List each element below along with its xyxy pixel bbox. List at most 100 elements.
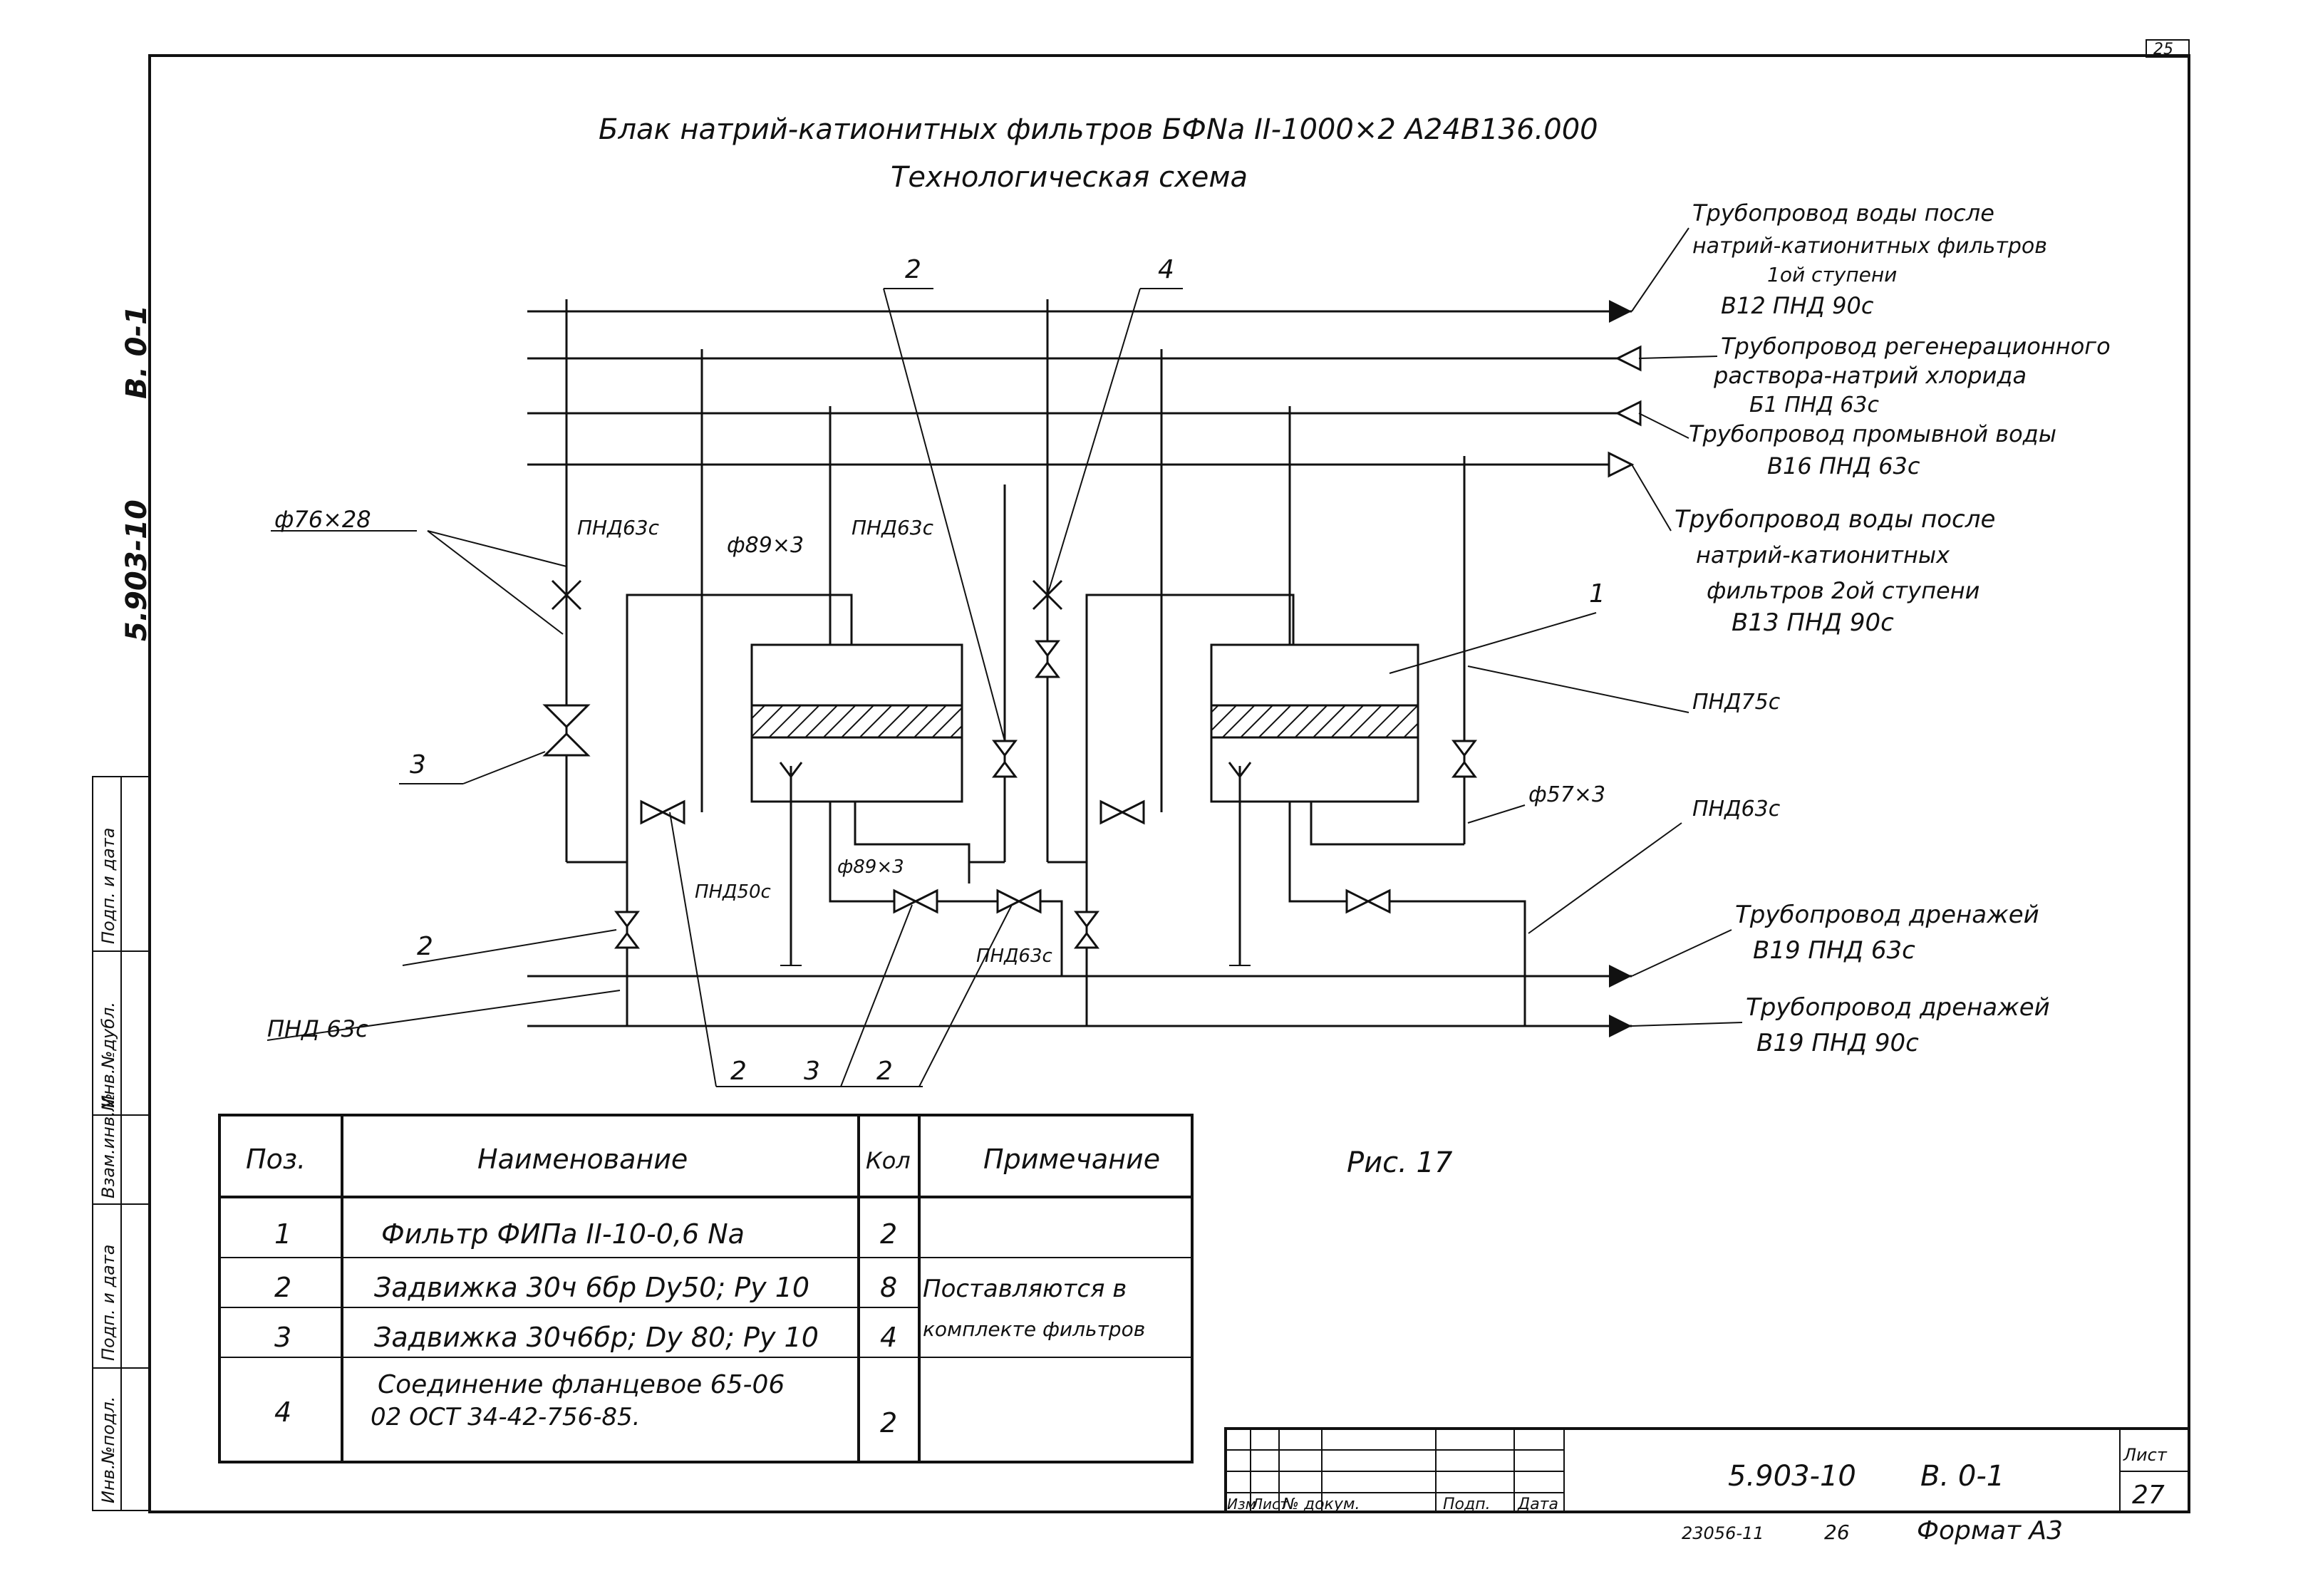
figure-caption: Рис. 17: [1347, 1146, 1453, 1179]
tb-sheet-number: 27: [2132, 1481, 2165, 1510]
pipeline4-code: В13 ПНД 90с: [1732, 608, 1894, 637]
callout-pos-2c: 2: [730, 1057, 747, 1086]
arrow-icon: [1615, 400, 1642, 427]
row4-qty: 2: [880, 1407, 897, 1439]
drawing-subtitle: Технологическая схема: [891, 161, 1248, 194]
corner-page-number: 25: [2153, 41, 2173, 58]
pipeline2-code: Б1 ПНД 63с: [1749, 393, 1879, 418]
table-header-pos: Поз.: [246, 1144, 306, 1175]
pipeline-labels: Трубопровод воды после натрий-катионитны…: [1631, 200, 2111, 1057]
callout-pos-2d: 2: [876, 1057, 893, 1086]
valve-icon: [614, 911, 640, 949]
label-d57: ф57×3: [1528, 782, 1605, 807]
pipeline4-line2: натрий-катионитных: [1696, 542, 1950, 569]
drain1-code: В19 ПНД 63с: [1753, 936, 1915, 965]
pipeline1-code: В12 ПНД 90с: [1721, 292, 1874, 319]
side-col-sign2: Подп. и дата: [98, 828, 118, 945]
arrow-icon: [1609, 300, 1632, 323]
row3-pos: 3: [274, 1322, 291, 1353]
valve-icon: [1345, 888, 1391, 914]
row1-qty: 2: [880, 1218, 897, 1250]
drain1-line1: Трубопровод дренажей: [1735, 901, 2039, 929]
tb-col-list: Лист: [1251, 1496, 1289, 1513]
pipeline1-line1: Трубопровод воды после: [1692, 200, 1994, 227]
row4-name: Соединение фланцевое 65-06: [378, 1370, 785, 1399]
side-col-inv: Инв.№подл.: [98, 1396, 118, 1503]
pipeline3-line1: Трубопровод промывной воды: [1689, 420, 2056, 447]
side-col-dup: Инв.№дубл.: [98, 1002, 118, 1108]
footer: 23056-11 26 Формат А3: [1682, 1516, 2063, 1545]
table-header-note: Примечание: [983, 1144, 1160, 1175]
pipeline4-line1: Трубопровод воды после: [1675, 505, 1995, 534]
tb-col-izm: Изм: [1227, 1496, 1256, 1513]
row2-name: Задвижка 30ч 6бр Dy50; Py 10: [374, 1272, 809, 1303]
arrow-icon: [1615, 345, 1642, 372]
label-pnd75: ПНД75с: [1692, 690, 1781, 715]
row3-qty: 4: [880, 1322, 897, 1353]
row1-name: Фильтр ФИПа II-10-0,6 Na: [381, 1218, 745, 1250]
drain-pipes: [527, 965, 1632, 1037]
header-pipes: [527, 300, 1642, 478]
tb-col-date: Дата: [1517, 1496, 1558, 1513]
filter-unit-right: [1032, 299, 1526, 1026]
footer-number: 23056-11: [1682, 1523, 1764, 1543]
tb-sheet-label: Лист: [2123, 1445, 2168, 1465]
valve-icon: [1099, 799, 1145, 825]
drawing-title: Блак натрий-катионитных фильтров БФNa II…: [599, 113, 1598, 146]
pipeline1-line3: 1ой ступени: [1767, 263, 1897, 286]
callout-pos-4: 4: [1158, 255, 1174, 284]
row2-pos: 2: [274, 1272, 291, 1303]
row4-pos: 4: [274, 1396, 291, 1428]
row4-name2: 02 ОСТ 34-42-756-85.: [371, 1403, 640, 1431]
callout-pos-2a: 2: [905, 255, 921, 284]
valve-icon: [1451, 740, 1477, 778]
drain2-code: В19 ПНД 90с: [1756, 1029, 1919, 1057]
label-pnd63-a: ПНД63с: [577, 516, 660, 539]
pipeline3-code: В16 ПНД 63с: [1767, 452, 1920, 480]
title-block: Изм Лист № докум. Подп. Дата 5.903-10 В.…: [1224, 1427, 2190, 1513]
footer-page: 26: [1824, 1520, 1850, 1544]
tb-sheet-code: В. 0-1: [1920, 1460, 2004, 1493]
corner-page-box: [2146, 39, 2190, 58]
side-col-replace: Взам.инв.№: [98, 1093, 118, 1198]
valve-icon: [1074, 911, 1099, 949]
position-callouts: 2 4 1 3 2 2 3 2: [399, 255, 1605, 1087]
row2-qty: 8: [880, 1272, 897, 1303]
table-note-line2: комплекте фильтров: [923, 1317, 1145, 1341]
table-header-name: Наименование: [477, 1144, 688, 1175]
footer-format: Формат А3: [1917, 1516, 2063, 1545]
label-pnd63-d: ПНД63с: [976, 945, 1052, 967]
valve-icon: [542, 704, 591, 757]
valve-icon: [893, 888, 938, 914]
label-pnd63-b: ПНД63с: [852, 516, 934, 539]
arrow-icon: [1608, 451, 1635, 478]
label-d89-a: ф89×3: [727, 533, 804, 558]
pipeline2-line1: Трубопровод регенерационного: [1721, 333, 2111, 360]
tb-col-doc: № докум.: [1282, 1496, 1360, 1513]
row3-name: Задвижка 30ч6бр; Dy 80; Py 10: [374, 1322, 819, 1353]
table-header-qty: Кол: [866, 1147, 911, 1174]
label-pnd50: ПНД50с: [695, 881, 771, 903]
tb-code: 5.903-10: [1728, 1460, 1856, 1493]
callout-pos-2b: 2: [417, 932, 433, 961]
callout-pos-3b: 3: [804, 1057, 820, 1086]
drain2-line1: Трубопровод дренажей: [1746, 993, 2050, 1022]
callout-pos-1: 1: [1589, 579, 1605, 608]
valve-icon: [640, 799, 685, 825]
left-margin-stamp: Инв.№подл. Подп. и дата Взам.инв.№ Инв.№…: [92, 776, 150, 1511]
valve-icon: [1035, 640, 1060, 678]
side-stamp-code: 5.903-10: [120, 499, 153, 641]
pipeline1-line2: натрий-катионитных фильтров: [1692, 234, 2047, 259]
pipeline2-line2: раствора-натрий хлорида: [1713, 362, 2027, 389]
valve-icon: [996, 888, 1042, 914]
tb-col-sign: Подп.: [1443, 1496, 1491, 1513]
flange-connection-icon: [551, 579, 582, 611]
label-d76: ф76×28: [274, 506, 371, 533]
spec-table: Поз. Наименование Кол Примечание 1 Фильт…: [218, 1114, 1194, 1463]
filter-unit-left: [542, 299, 1063, 1026]
side-col-sign1: Подп. и дата: [98, 1245, 118, 1362]
pipeline4-line3: фильтров 2ой ступени: [1707, 577, 1979, 604]
arrow-icon: [1609, 1015, 1632, 1037]
arrow-icon: [1609, 965, 1632, 988]
